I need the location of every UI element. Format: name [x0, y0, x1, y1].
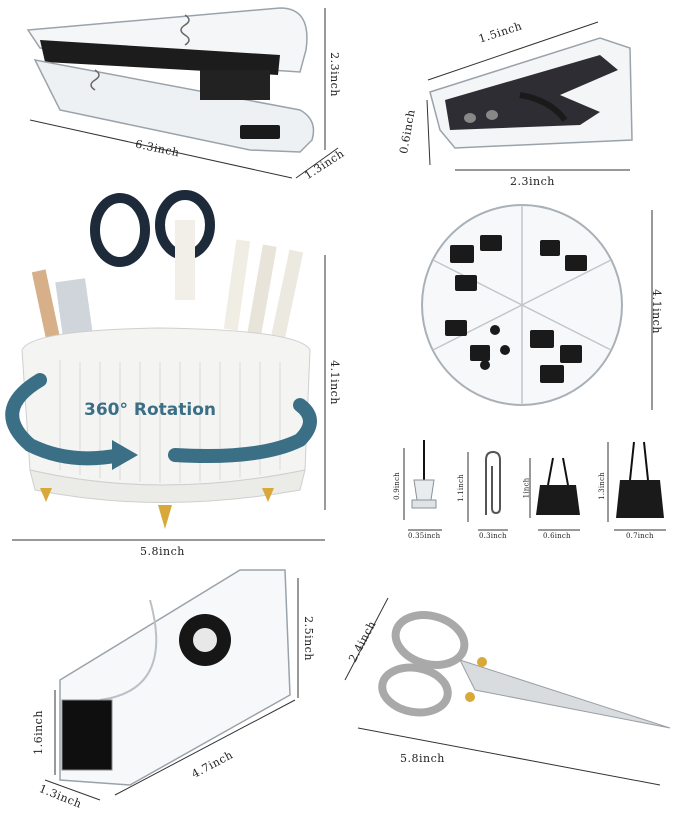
pin-height-label: 0.9inch [392, 472, 401, 500]
clip-height-label: 1.1inch [456, 474, 465, 502]
rotation-banner: 360° Rotation [84, 400, 217, 420]
stapler [26, 7, 315, 153]
holder-width-label: 5.8inch [140, 545, 185, 558]
binder-small-height-label: 1inch [522, 477, 531, 499]
binder-clip-large [616, 441, 664, 518]
tray-diameter-label: 4.1inch [649, 289, 663, 334]
stapler-width-label: 1.3inch [302, 146, 347, 183]
clip-tray [421, 204, 623, 406]
remover-length-label: 1.5inch [477, 19, 524, 46]
pen-holder [5, 190, 317, 529]
stapler-height-label: 2.3inch [327, 52, 341, 97]
tape-dispenser [59, 569, 291, 786]
paper-clip [485, 450, 501, 515]
holder-height-label: 4.1inch [327, 360, 341, 405]
binder-large-height-label: 1.3inch [597, 472, 606, 500]
stapler-length-label: 6.3inch [134, 137, 181, 160]
pin-width-label: 0.35inch [408, 532, 441, 540]
tape-height-label: 2.5inch [301, 616, 315, 661]
staple-remover [429, 37, 633, 149]
scissors-length-label: 5.8inch [400, 752, 445, 765]
binder-small-width-label: 0.6inch [543, 532, 571, 540]
remover-width-label: 2.3inch [510, 175, 555, 188]
tape-width-label: 1.3inch [37, 782, 84, 811]
binder-clip-small [536, 457, 580, 515]
clip-width-label: 0.3inch [479, 532, 507, 540]
scissors [378, 611, 671, 729]
tape-front-height-label: 1.6inch [31, 710, 45, 755]
remover-height-label: 0.6inch [397, 108, 418, 155]
push-pin [411, 440, 437, 509]
tape-length-label: 4.7inch [189, 748, 236, 781]
binder-large-width-label: 0.7inch [626, 532, 654, 540]
scissors-height-label: 2.4inch [346, 618, 379, 665]
